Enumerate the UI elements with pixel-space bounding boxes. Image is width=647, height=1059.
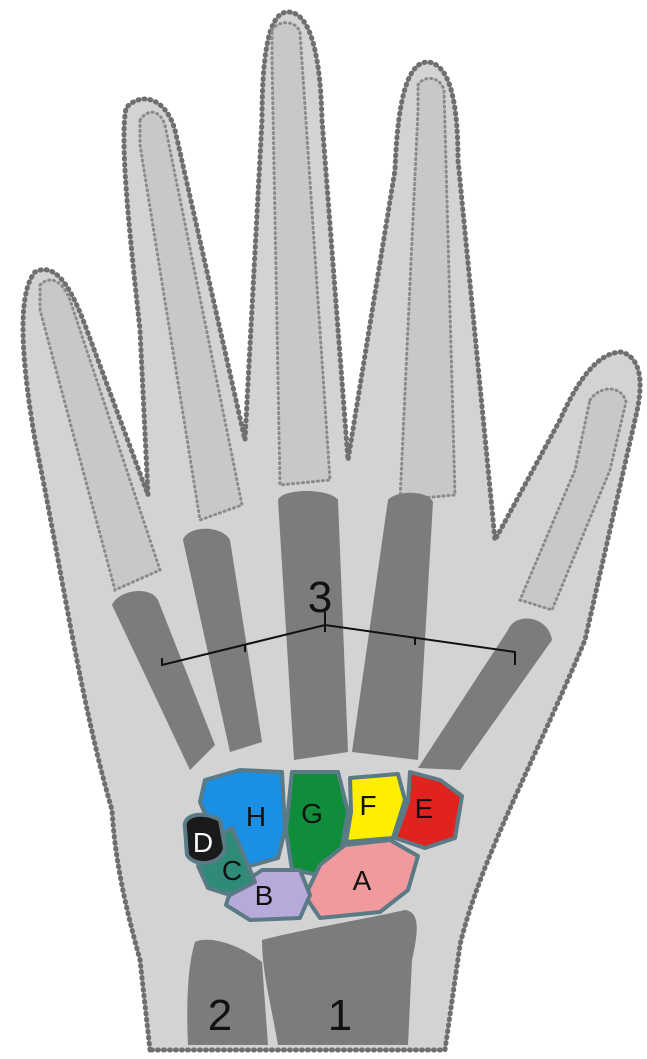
label-carpal-b: B <box>255 880 274 911</box>
label-metacarpals: 3 <box>308 573 332 622</box>
label-carpal-h: H <box>246 801 266 832</box>
label-ulna: 2 <box>208 991 232 1040</box>
label-carpal-f: F <box>359 790 376 821</box>
label-carpal-d: D <box>193 827 213 858</box>
label-carpal-e: E <box>415 793 434 824</box>
label-carpal-c: C <box>222 855 242 886</box>
label-carpal-g: G <box>301 798 323 829</box>
label-carpal-a: A <box>353 865 372 896</box>
label-radius: 1 <box>328 991 352 1040</box>
